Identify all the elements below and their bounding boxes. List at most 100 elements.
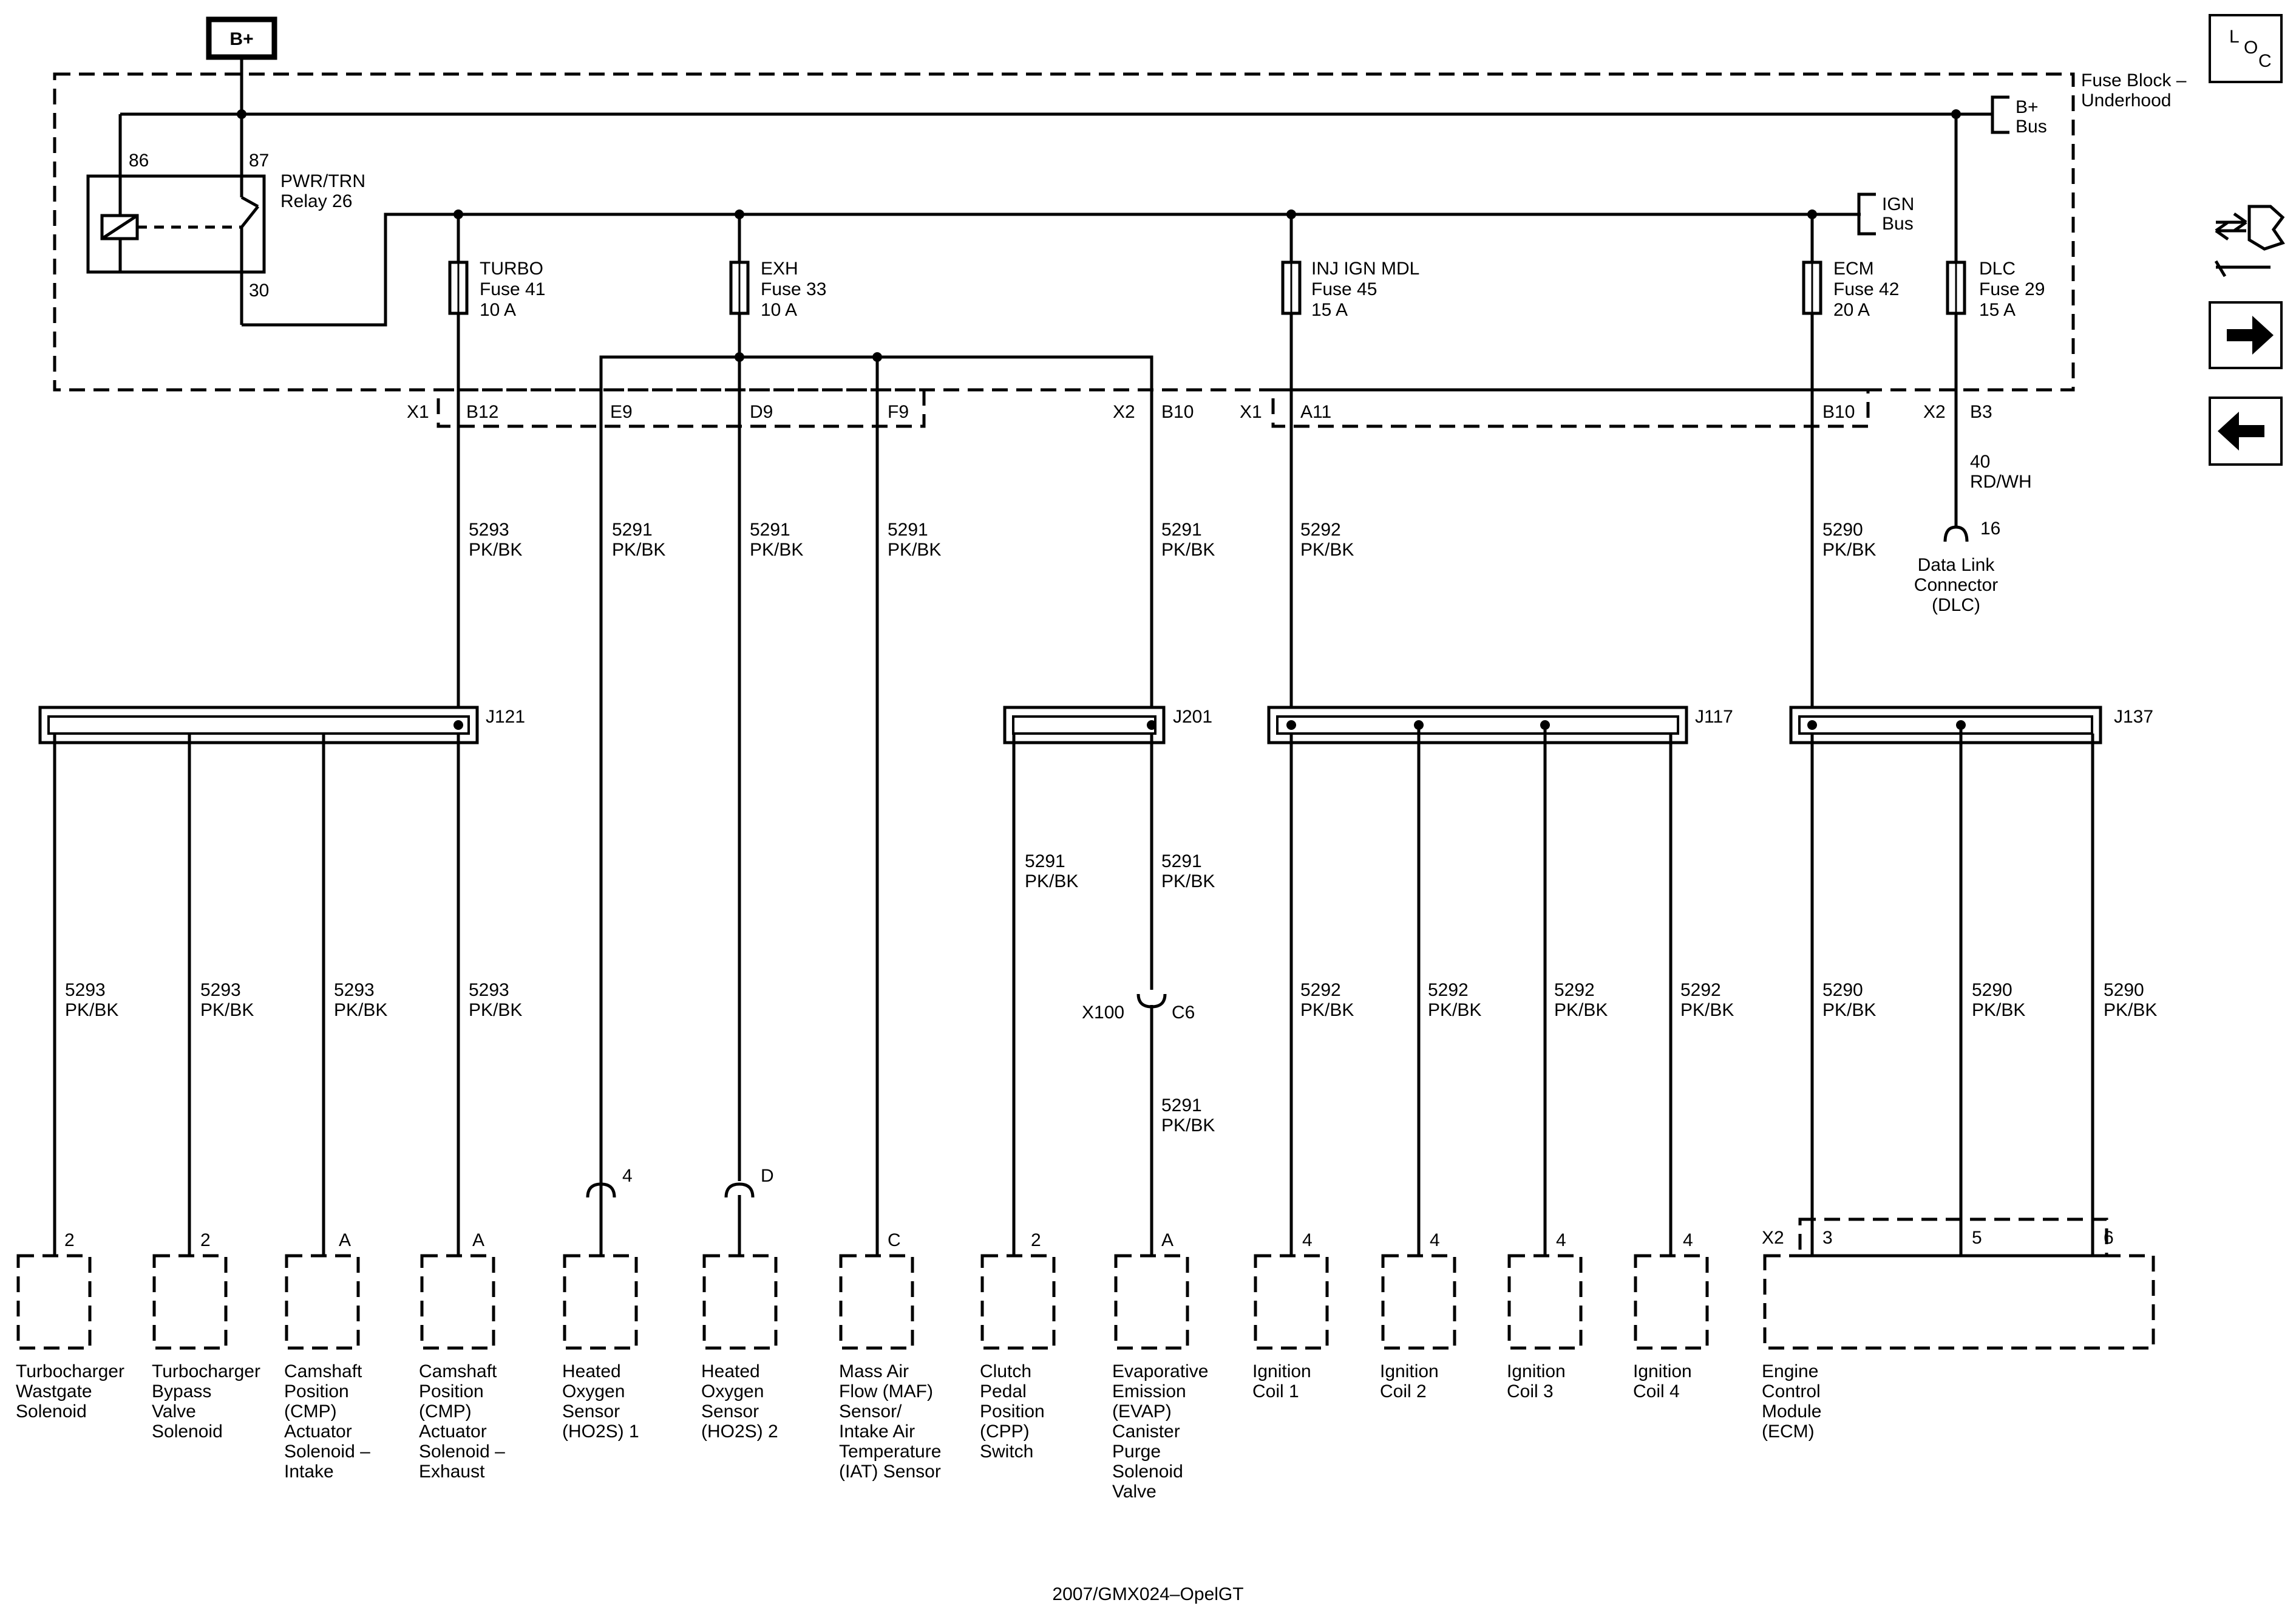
- component-label: (CMP): [419, 1401, 472, 1422]
- component-label: Data Link: [1918, 555, 1995, 575]
- bplus-bus-label-2: Bus: [2016, 117, 2047, 137]
- component-label: Exhaust: [419, 1462, 485, 1482]
- splice-j137: J137: [1789, 706, 2153, 744]
- component-label: Clutch: [980, 1361, 1031, 1381]
- connector-pin: B10: [1822, 402, 1855, 422]
- wire-circuit: 5292: [1428, 980, 1469, 1000]
- wire-circuit: 5291: [1161, 851, 1202, 871]
- wire-color: PK/BK: [1161, 1115, 1215, 1136]
- loc-letter-o: O: [2244, 38, 2258, 58]
- component-label: Solenoid: [1112, 1462, 1183, 1482]
- component-pin: 2: [1031, 1230, 1041, 1250]
- component-label: (ECM): [1762, 1422, 1815, 1442]
- relay-pin-86: 86: [129, 151, 149, 171]
- connector-pin: B10: [1161, 402, 1194, 422]
- component-label: Solenoid –: [419, 1442, 505, 1462]
- component-label: (CPP): [980, 1422, 1030, 1442]
- wire-circuit: 5290: [1972, 980, 2012, 1000]
- component-label: Wastgate: [16, 1381, 92, 1401]
- bplus-bus: B+ Bus: [120, 95, 2047, 137]
- component-pin: 2: [200, 1230, 211, 1250]
- clutch-pedal-position-switch: 2 Clutch Pedal Position (CPP) Switch: [980, 1230, 1056, 1462]
- wire-circuit: 5292: [1554, 980, 1595, 1000]
- fuse-rating: 10 A: [480, 300, 516, 320]
- ho2s1-connector-symbol: [586, 1182, 616, 1211]
- fuse-ecm: ECM Fuse 42 20 A: [1802, 214, 1899, 320]
- fuse-turbo: TURBO Fuse 41 10 A: [448, 214, 545, 320]
- component-label: Valve: [1112, 1482, 1156, 1502]
- wire-circuit: 5291: [750, 520, 790, 540]
- component-pin: A: [339, 1230, 351, 1250]
- component-label: Coil 4: [1633, 1381, 1680, 1401]
- wire-color: PK/BK: [469, 540, 522, 560]
- component-label: Camshaft: [284, 1361, 362, 1381]
- component-label: Position: [419, 1381, 484, 1401]
- connector-pin: F9: [888, 402, 909, 422]
- loc-letter-l: L: [2229, 27, 2240, 47]
- fuse-rating: 20 A: [1833, 300, 1870, 320]
- bplus-bus-label-1: B+: [2016, 97, 2039, 117]
- turbocharger-bypass-valve-solenoid: 2 Turbocharger Bypass Valve Solenoid: [152, 1230, 260, 1442]
- component-label: Sensor: [701, 1401, 759, 1422]
- fuse-number: Fuse 45: [1311, 279, 1377, 299]
- component-pin: 4: [1556, 1230, 1566, 1250]
- wire-color: RD/WH: [1970, 472, 2032, 492]
- component-label: Turbocharger: [152, 1361, 260, 1381]
- wire-color: PK/BK: [1822, 540, 1876, 560]
- component-label: Ignition: [1633, 1361, 1692, 1381]
- component-label: Turbocharger: [16, 1361, 124, 1381]
- splice-label: J121: [486, 707, 525, 727]
- component-label: Connector: [1914, 575, 1998, 595]
- j201-wire-labels: 5291 PK/BK 5291 PK/BK: [1025, 851, 1215, 891]
- wire-color: PK/BK: [1972, 1000, 2025, 1020]
- connector-label: X1: [407, 402, 429, 422]
- upper-wire-labels: 5293 PK/BK 5291 PK/BK 5291 PK/BK 5291 PK…: [469, 520, 1876, 560]
- j117-wire-labels: 5292 PK/BK 5292 PK/BK 5292 PK/BK 5292 PK…: [1300, 980, 1734, 1020]
- component-label: Ignition: [1380, 1361, 1439, 1381]
- connector-label: X2: [1923, 402, 1946, 422]
- ignition-coil-2: 4 Ignition Coil 2: [1380, 1230, 1456, 1401]
- component-label: Actuator: [419, 1422, 487, 1442]
- wire-color: PK/BK: [469, 1000, 522, 1020]
- ecm-pin: 6: [2104, 1228, 2114, 1248]
- wire-circuit: 5290: [2104, 980, 2144, 1000]
- heated-oxygen-sensor-2: Heated Oxygen Sensor (HO2S) 2: [701, 1254, 778, 1442]
- wire-color: PK/BK: [2104, 1000, 2157, 1020]
- previous-page-button[interactable]: [2209, 397, 2283, 466]
- wire-circuit: 5293: [65, 980, 106, 1000]
- wire-circuit: 5293: [334, 980, 375, 1000]
- splice-label: J117: [1695, 707, 1733, 727]
- component-label: Canister: [1112, 1422, 1180, 1442]
- component-label: (CMP): [284, 1401, 337, 1422]
- j137-wire-labels: 5290 PK/BK 5290 PK/BK 5290 PK/BK: [1822, 980, 2157, 1020]
- connector-x1-right-box: [1271, 388, 1870, 428]
- wire-circuit: 5290: [1822, 520, 1863, 540]
- connector-pin: C6: [1172, 1003, 1195, 1023]
- location-button[interactable]: L O C: [2209, 14, 2283, 83]
- component-label: Coil 1: [1252, 1381, 1299, 1401]
- wire-color: PK/BK: [888, 540, 941, 560]
- component-label: Temperature: [839, 1442, 941, 1462]
- wire-circuit: 5291: [1161, 520, 1202, 540]
- wire-color: PK/BK: [612, 540, 665, 560]
- wire-circuit: 5292: [1300, 980, 1341, 1000]
- ho2s1-pin-upper: 4: [622, 1166, 633, 1186]
- fuse-name: ECM: [1833, 259, 1874, 279]
- wire-circuit: 5291: [612, 520, 653, 540]
- fuse-dlc: DLC Fuse 29 15 A: [1946, 114, 2045, 320]
- component-label: Oxygen: [701, 1381, 764, 1401]
- wire-circuit: 5293: [200, 980, 241, 1000]
- splice-j117: J117: [1267, 706, 1733, 744]
- ho2s2-connector-symbol: [724, 1182, 755, 1256]
- fuse-name: INJ IGN MDL: [1311, 259, 1419, 279]
- component-label: Ignition: [1252, 1361, 1311, 1381]
- wire-color: PK/BK: [1161, 871, 1215, 891]
- fuse-number: Fuse 41: [480, 279, 545, 299]
- component-pin: 4: [1683, 1230, 1693, 1250]
- component-label: Module: [1762, 1401, 1821, 1422]
- connector-view-icon[interactable]: [2214, 205, 2285, 278]
- arrow-right-icon: [2227, 316, 2274, 355]
- fuse-rating: 15 A: [1311, 300, 1348, 320]
- next-page-button[interactable]: [2209, 301, 2283, 369]
- component-label: (HO2S) 1: [562, 1422, 639, 1442]
